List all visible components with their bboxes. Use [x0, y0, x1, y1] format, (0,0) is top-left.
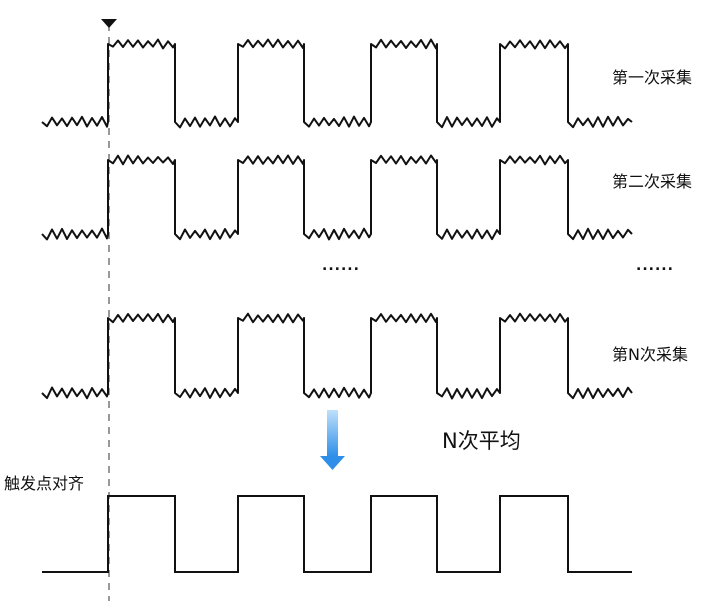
- acq1-label: 第一次采集: [612, 68, 693, 87]
- acq2-label: 第二次采集: [612, 172, 693, 191]
- ellipsis-right: ......: [636, 258, 674, 274]
- trigger-align-label: 触发点对齐: [4, 474, 85, 493]
- averaged-square-waveform: [42, 495, 632, 573]
- noisy-waveform-acq1: [41, 38, 633, 129]
- acqN-label: 第N次采集: [612, 345, 688, 364]
- average-label: N次平均: [442, 429, 521, 453]
- down-arrow-icon: [320, 410, 345, 470]
- noisy-waveform-acq2: [41, 154, 633, 241]
- ellipsis-middle: ......: [322, 258, 360, 274]
- down-triangle-icon: [101, 19, 117, 28]
- noisy-waveform-acqN: [41, 312, 633, 400]
